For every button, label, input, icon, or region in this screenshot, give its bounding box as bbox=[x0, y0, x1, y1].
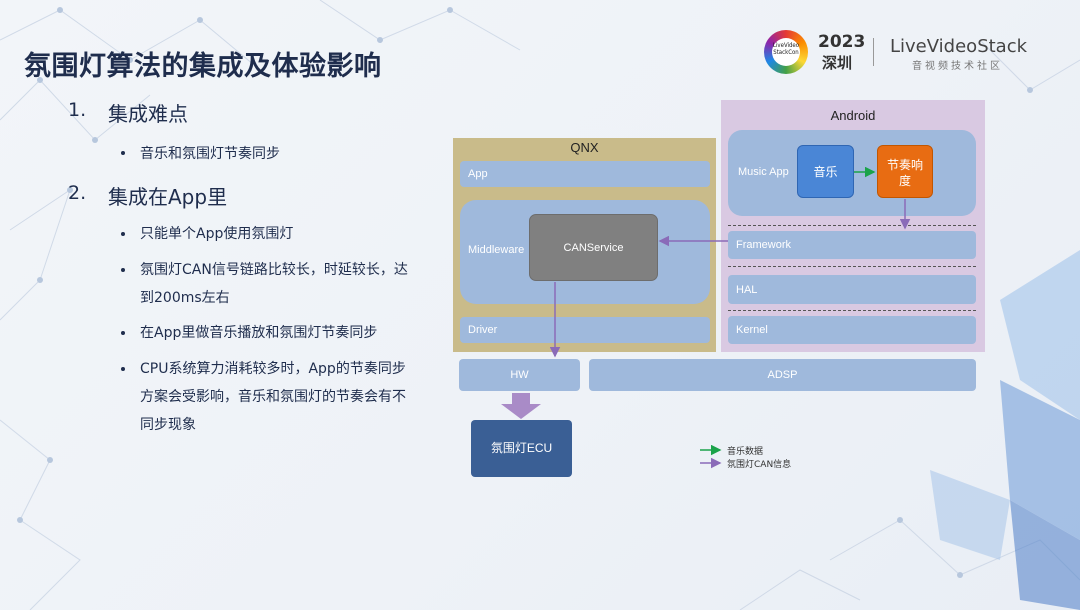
section-2-heading: 集成在App里 bbox=[108, 185, 228, 209]
logo-year: 2023 bbox=[818, 32, 866, 52]
bullet-dot bbox=[121, 151, 125, 155]
qnx-driver-layer: Driver bbox=[460, 317, 710, 343]
section-1-heading: 集成难点 bbox=[108, 102, 188, 126]
bullet-dot bbox=[121, 331, 125, 335]
music-box: 音乐 bbox=[797, 145, 854, 198]
logo-badge-text: LiveVideo StackCon bbox=[772, 42, 800, 56]
section-2-bullet: 只能单个App使用氛围灯 bbox=[140, 226, 294, 242]
section-1-number: 1. bbox=[68, 99, 87, 121]
section-2-bullet: 氛围灯CAN信号链路比较长，时延较长，达到200ms左右 bbox=[140, 262, 408, 306]
qnx-app-layer: App bbox=[460, 161, 710, 187]
legend-music-data: 音乐数据 bbox=[727, 447, 764, 457]
qnx-label: QNX bbox=[570, 140, 599, 155]
layer-divider bbox=[728, 225, 976, 226]
section-2-bullet: CPU系统算力消耗较多时，App的节奏同步方案会受影响，音乐和氛围灯的节奏会有不… bbox=[140, 361, 406, 433]
logo-city: 深圳 bbox=[822, 54, 853, 72]
slide-title: 氛围灯算法的集成及体验影响 bbox=[24, 51, 382, 82]
hw-box: HW bbox=[459, 359, 580, 391]
qnx-app-label: App bbox=[468, 168, 488, 180]
layer-divider bbox=[728, 266, 976, 267]
bullet-dot bbox=[121, 232, 125, 236]
framework-layer: Framework bbox=[728, 231, 976, 259]
section-2-bullet: 在App里做音乐播放和氛围灯节奏同步 bbox=[140, 325, 378, 341]
hal-label: HAL bbox=[736, 283, 758, 296]
music-app-label: Music App bbox=[738, 166, 789, 178]
qnx-middleware-label: Middleware bbox=[468, 244, 525, 256]
kernel-layer: Kernel bbox=[728, 316, 976, 344]
qnx-driver-label: Driver bbox=[468, 324, 498, 336]
section-1-bullet: 音乐和氛围灯节奏同步 bbox=[140, 146, 280, 162]
logo-brand: LiveVideoStack bbox=[890, 36, 1028, 57]
framework-label: Framework bbox=[736, 239, 792, 251]
rhythm-loudness-box: 节奏响度 bbox=[877, 145, 933, 198]
ecu-box: 氛围灯ECU bbox=[471, 420, 572, 477]
kernel-label: Kernel bbox=[736, 324, 768, 336]
logo-subtitle: 音视频技术社区 bbox=[912, 61, 1003, 72]
bullet-dot bbox=[121, 367, 125, 371]
logo-divider bbox=[873, 38, 874, 66]
canservice-box: CANService bbox=[529, 214, 658, 281]
conference-logo: LiveVideo StackCon bbox=[764, 30, 808, 74]
adsp-box: ADSP bbox=[589, 359, 976, 391]
section-2-number: 2. bbox=[68, 182, 87, 204]
bullet-dot bbox=[121, 268, 125, 272]
layer-divider bbox=[728, 310, 976, 311]
rhythm-loudness-label: 节奏响度 bbox=[887, 158, 924, 188]
hal-layer: HAL bbox=[728, 275, 976, 304]
android-label: Android bbox=[830, 108, 876, 123]
legend-can-info: 氛围灯CAN信息 bbox=[727, 460, 792, 470]
